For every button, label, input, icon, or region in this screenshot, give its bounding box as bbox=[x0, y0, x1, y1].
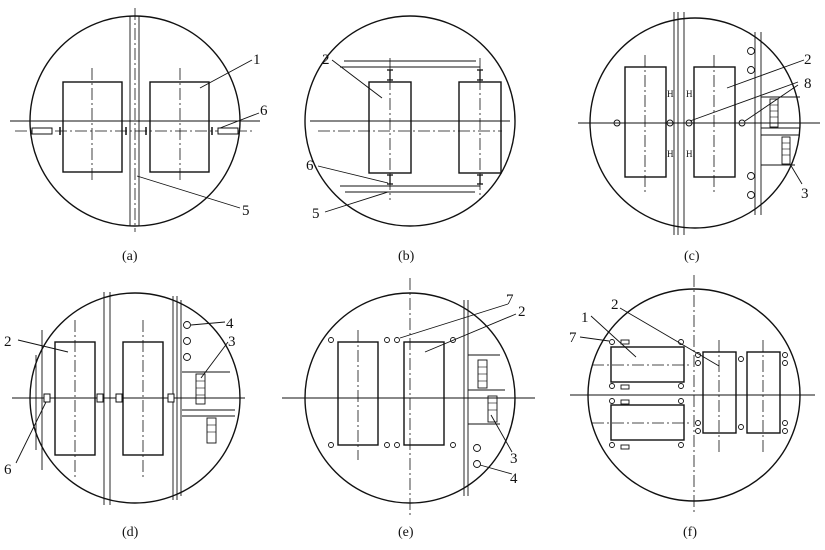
panel-c: H H H H 2 8 3 (c) bbox=[578, 12, 820, 264]
callout-7: 7 bbox=[506, 292, 514, 308]
callout-6: 6 bbox=[260, 103, 268, 119]
caption-b: (b) bbox=[398, 249, 415, 264]
callout-2: 2 bbox=[804, 52, 812, 68]
svg-text:H: H bbox=[667, 89, 674, 99]
caption-d: (d) bbox=[122, 525, 139, 540]
callout-6: 6 bbox=[4, 462, 12, 478]
callout-6: 6 bbox=[306, 158, 314, 174]
caption-f: (f) bbox=[683, 525, 697, 540]
callout-3: 3 bbox=[228, 334, 236, 350]
callout-2: 2 bbox=[4, 334, 12, 350]
callout-2: 2 bbox=[518, 304, 526, 320]
panel-a: 1 6 5 (a) bbox=[10, 8, 268, 264]
callout-8: 8 bbox=[804, 76, 812, 92]
caption-c: (c) bbox=[684, 249, 700, 264]
svg-text:H: H bbox=[667, 149, 674, 159]
panel-e: 7 2 3 4 (e) bbox=[282, 278, 535, 540]
panel-b: 2 6 5 (b) bbox=[304, 15, 516, 264]
svg-text:H: H bbox=[686, 149, 693, 159]
callout-2: 2 bbox=[611, 297, 619, 313]
caption-a: (a) bbox=[122, 249, 138, 264]
callout-2: 2 bbox=[322, 52, 330, 68]
callout-1: 1 bbox=[253, 52, 261, 68]
callout-5: 5 bbox=[312, 206, 320, 222]
callout-7: 7 bbox=[569, 330, 577, 346]
callout-1: 1 bbox=[581, 310, 589, 326]
callout-4: 4 bbox=[510, 471, 518, 487]
caption-e: (e) bbox=[398, 525, 414, 540]
panel-d: 2 4 3 6 (d) bbox=[4, 292, 245, 540]
panel-f: 2 1 7 (f) bbox=[569, 275, 815, 540]
callout-5: 5 bbox=[242, 203, 250, 219]
callout-4: 4 bbox=[226, 316, 234, 332]
callout-3: 3 bbox=[801, 186, 809, 202]
svg-text:H: H bbox=[686, 89, 693, 99]
callout-3: 3 bbox=[510, 451, 518, 467]
